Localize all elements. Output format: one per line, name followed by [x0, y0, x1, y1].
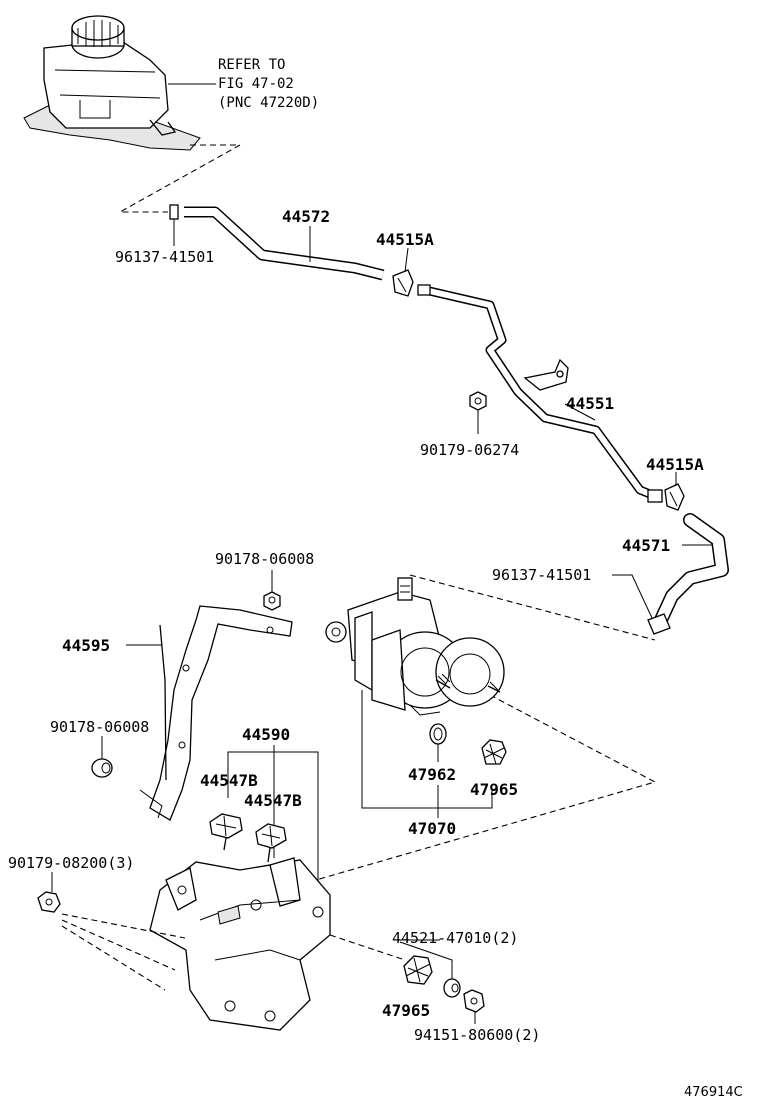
cushion-icon — [481, 739, 507, 765]
label-47070: 47070 — [408, 819, 456, 838]
reference-note-line2: FIG 47-02 — [218, 76, 294, 92]
label-90178-06008-left: 90178-06008 — [50, 718, 149, 736]
bracket-icon — [139, 605, 293, 821]
brake-booster-pump-icon — [325, 577, 505, 716]
nut-icon — [37, 891, 61, 913]
brake-pipe-44551 — [417, 284, 663, 503]
nut-icon — [463, 989, 485, 1013]
reference-note: REFER TO FIG 47-02 (PNC 47220D) — [168, 57, 319, 111]
label-44521-47010: 44521-47010(2) — [392, 929, 518, 947]
label-44547b-right: 44547B — [244, 791, 302, 810]
fluid-reservoir-icon — [23, 15, 201, 151]
label-44595: 44595 — [62, 636, 110, 655]
reference-note-line1: REFER TO — [218, 57, 285, 73]
nut-icon — [469, 391, 487, 411]
label-94151-80600: 94151-80600(2) — [414, 1026, 540, 1044]
label-90179-06274: 90179-06274 — [420, 441, 519, 459]
label-47965-mid: 47965 — [470, 780, 518, 799]
label-44590: 44590 — [242, 725, 290, 744]
label-90178-06008-top: 90178-06008 — [215, 550, 314, 568]
label-47965-bottom: 47965 — [382, 1001, 430, 1020]
label-47962: 47962 — [408, 765, 456, 784]
bracket-icon — [149, 857, 331, 1031]
cushion-icon — [255, 823, 287, 863]
nut-icon — [91, 758, 113, 778]
label-44571: 44571 — [622, 536, 670, 555]
nut-icon — [443, 978, 461, 998]
reference-note-line3: (PNC 47220D) — [218, 95, 319, 111]
hose-44571 — [647, 513, 729, 635]
label-44551: 44551 — [566, 394, 614, 413]
hose-clamp-icon — [664, 483, 685, 511]
hose-clamp-icon — [392, 269, 414, 297]
label-96137-41501-top: 96137-41501 — [115, 248, 214, 266]
nut-icon — [263, 591, 281, 611]
cushion-icon — [209, 813, 243, 851]
cushion-icon — [403, 955, 433, 985]
label-44547b-left: 44547B — [200, 771, 258, 790]
o-ring-icon — [429, 723, 447, 745]
label-90179-08200: 90179-08200(3) — [8, 854, 134, 872]
label-44515a-top: 44515A — [376, 230, 434, 249]
label-44572: 44572 — [282, 207, 330, 226]
hose-44572 — [169, 204, 385, 281]
label-44515a-mid: 44515A — [646, 455, 704, 474]
label-96137-41501-mid: 96137-41501 — [492, 566, 591, 584]
figure-id: 476914C — [684, 1085, 743, 1100]
